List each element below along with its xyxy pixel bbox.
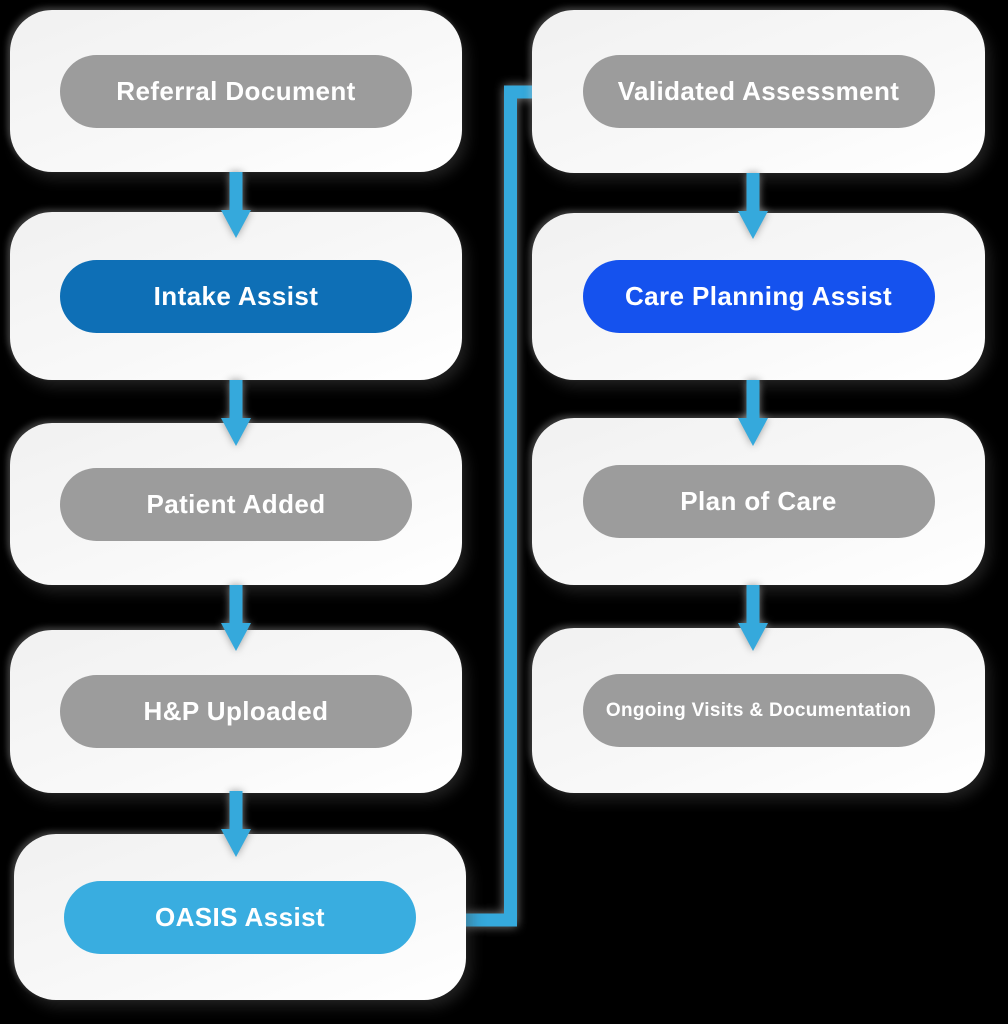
card-care-planning-assist: Care Planning Assist: [532, 213, 985, 380]
down-arrow-icon: [221, 380, 251, 446]
connector-line: [455, 85, 538, 927]
card-validated-assessment: Validated Assessment: [532, 10, 985, 173]
step-care-planning-assist: Care Planning Assist: [582, 260, 935, 333]
card-oasis-assist: OASIS Assist: [14, 834, 466, 1000]
down-arrow-icon: [738, 585, 768, 651]
down-arrow-icon: [738, 380, 768, 446]
down-arrow-icon: [221, 585, 251, 651]
step-validated-assessment: Validated Assessment: [582, 55, 935, 128]
step-ongoing-visits-documentation: Ongoing Visits & Documentation: [582, 674, 935, 747]
card-ongoing-visits-documentation: Ongoing Visits & Documentation: [532, 628, 985, 793]
step-intake-assist: Intake Assist: [60, 259, 412, 333]
step-label: Validated Assessment: [617, 76, 900, 106]
step-label: H&P Uploaded: [143, 696, 329, 726]
down-arrow-icon: [221, 172, 251, 238]
step-label: OASIS Assist: [154, 901, 325, 932]
step-label: Plan of Care: [680, 486, 837, 516]
step-label: Ongoing Visits & Documentation: [605, 699, 912, 721]
card-plan-of-care: Plan of Care: [532, 418, 985, 585]
step-label: Referral Document: [116, 75, 356, 106]
card-patient-added: Patient Added: [10, 423, 462, 585]
down-arrow-icon: [738, 173, 768, 239]
step-referral-document: Referral Document: [60, 54, 412, 128]
step-label: Intake Assist: [153, 280, 319, 311]
step-patient-added: Patient Added: [60, 467, 412, 541]
card-referral-document: Referral Document: [10, 10, 462, 172]
card-intake-assist: Intake Assist: [10, 212, 462, 380]
step-oasis-assist: OASIS Assist: [64, 880, 416, 954]
step-label: Patient Added: [146, 488, 326, 519]
card-hp-uploaded: H&P Uploaded: [10, 630, 462, 793]
step-hp-uploaded: H&P Uploaded: [60, 675, 412, 748]
step-label: Care Planning Assist: [624, 281, 893, 311]
step-plan-of-care: Plan of Care: [582, 465, 935, 538]
down-arrow-icon: [221, 791, 251, 857]
